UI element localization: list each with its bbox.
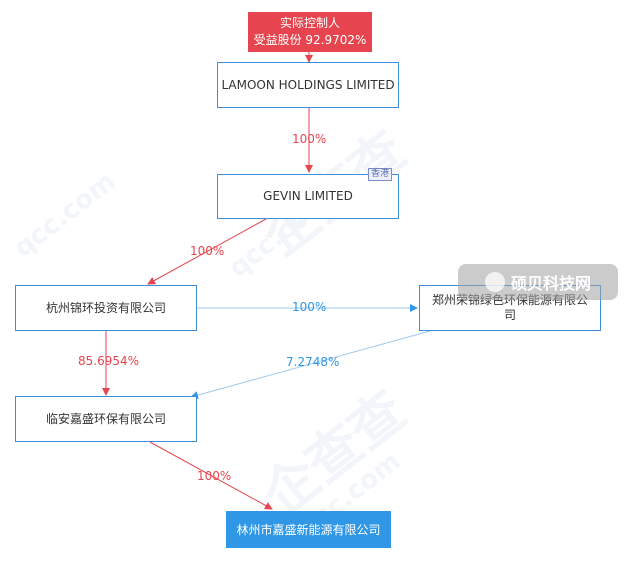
region-tag-hongkong: 香港 [368,168,393,181]
pct-zhengzhou-linan: 7.2748% [286,355,340,369]
edge-linan-target [149,441,273,510]
pct-hangzhou-linan: 85.6954% [78,354,140,368]
target-company-node[interactable]: 林州市嘉盛新能源有限公司 [226,511,391,548]
controller-share: 受益股份 92.9702% [253,33,367,47]
node-hangzhou-jinhuan[interactable]: 杭州锦环投资有限公司 [15,285,197,331]
gear-logo-icon [484,272,505,292]
pct-gevin-hangzhou: 100% [190,244,225,258]
edge-gevin-hangzhou [147,218,267,285]
watermark-badge: 硕贝科技网 [458,264,618,300]
node-gevin-limited[interactable]: GEVIN LIMITED [217,174,399,219]
pct-linan-target: 100% [197,469,232,483]
actual-controller-node[interactable]: 实际控制人 受益股份 92.9702% [248,12,372,52]
pct-hangzhou-zhengzhou: 100% [292,300,327,314]
watermark-badge-text: 硕贝科技网 [510,274,591,293]
edge-zhengzhou-linan [190,330,431,399]
node-lamoon-holdings[interactable]: LAMOON HOLDINGS LIMITED [217,62,399,108]
controller-label: 实际控制人 [279,16,340,30]
node-linan-jiasheng[interactable]: 临安嘉盛环保有限公司 [15,396,197,442]
pct-lamoon-gevin: 100% [292,132,327,146]
